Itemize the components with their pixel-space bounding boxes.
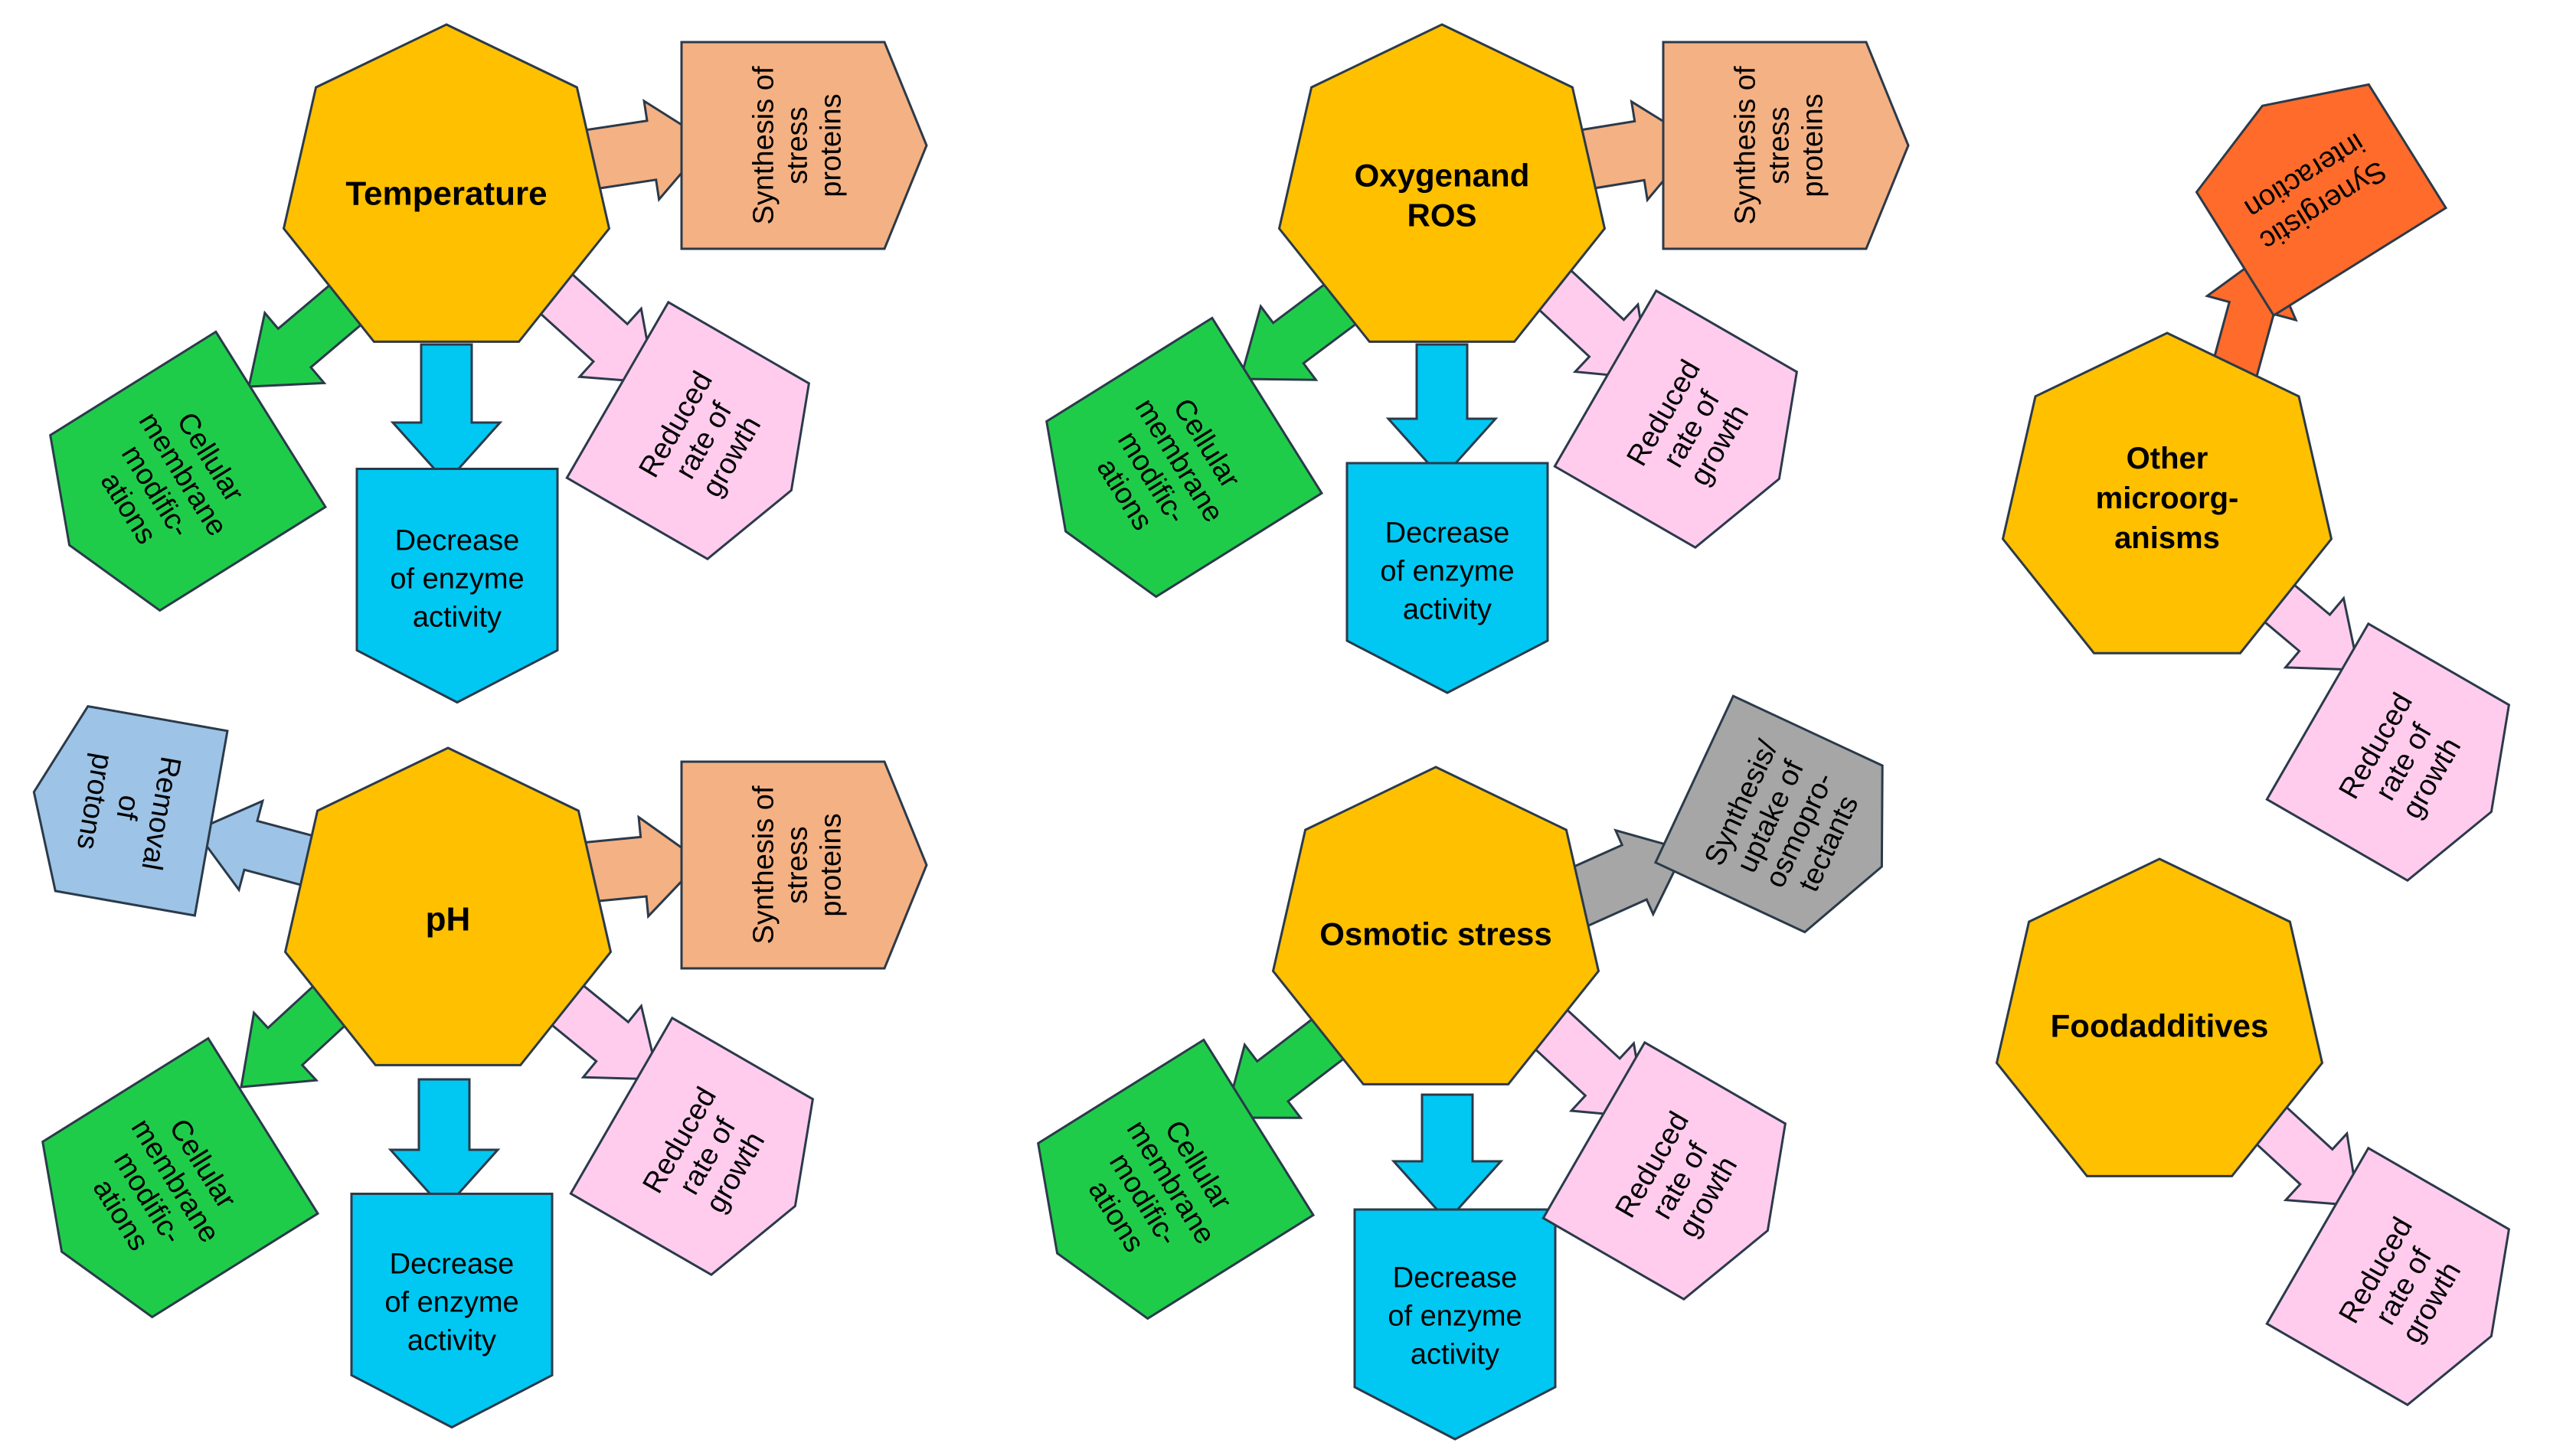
group-osmotic: Osmotic stress Synthesis/uptake ofosmopro… [1037,694,1884,1441]
factor-heptagon [283,746,613,1066]
arrow-to-enzyme [390,343,503,485]
synergistic-box [2195,83,2448,318]
factor-label: pH [426,900,471,938]
arrow-to-enzyme [1391,1093,1504,1223]
growth-box [2265,1146,2511,1407]
membrane-box [1045,316,1324,599]
factor-heptagon [1277,23,1607,343]
stress-proteins-box [680,760,928,970]
protons-box [32,704,229,917]
enzyme-box [1345,462,1549,694]
stress-proteins-label: Synthesis ofstressproteins [747,66,847,224]
growth-box [565,300,811,561]
stress-proteins-box [680,41,928,250]
osmoprotectants-box [1653,694,1884,934]
growth-box [569,1016,815,1277]
growth-box [2265,622,2511,883]
membrane-box [49,330,328,612]
arrow-to-protons [193,798,319,893]
growth-box [1553,289,1799,550]
stress-proteins-label: Synthesis ofstressproteins [747,785,847,944]
arrow-to-stress-proteins [576,98,711,202]
factor-label: Temperature [345,175,547,212]
osmoprotectants-label: Synthesis/uptake ofosmopro-tectants [1698,735,1872,911]
growth-box [1541,1040,1787,1301]
factor-label: Osmotic stress [1319,916,1551,952]
arrow-to-membrane [247,281,367,388]
stress-proteins-box [1662,41,1910,250]
enzyme-box [355,468,559,704]
factor-heptagon [1995,857,2324,1177]
factor-heptagon [282,23,611,343]
membrane-box [41,1037,320,1319]
arrow-to-membrane [1239,276,1365,381]
arrow-to-enzyme [387,1078,501,1212]
arrow-to-growth [2244,1099,2360,1207]
arrow-to-stress-proteins [577,815,703,919]
membrane-box [1037,1038,1316,1321]
factor-label: Foodadditives [2051,1008,2269,1044]
enzyme-box [350,1193,554,1429]
factor-heptagon [2001,331,2333,655]
enzyme-box [1353,1208,1557,1441]
arrow-to-enzyme [1385,343,1499,481]
stress-proteins-label: Synthesis ofstressproteins [1729,66,1829,224]
factor-heptagon [1271,766,1600,1085]
